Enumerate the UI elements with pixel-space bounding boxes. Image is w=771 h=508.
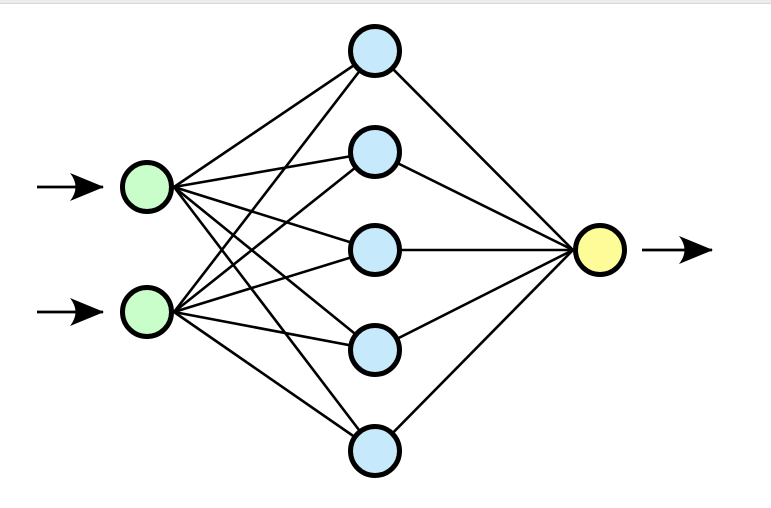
edge-line [173, 248, 376, 314]
arrows-group [37, 173, 713, 326]
edge-line [173, 185, 376, 252]
edge-line [173, 310, 376, 453]
input-node [120, 160, 174, 214]
edge-line [173, 49, 376, 189]
edge-line [374, 50, 574, 251]
hidden-node [348, 323, 402, 377]
edge-line [374, 249, 574, 452]
edge-line [374, 150, 574, 252]
edge-line [374, 248, 574, 352]
edges-group [172, 49, 574, 453]
edge-line [172, 50, 377, 313]
hidden-node [348, 125, 402, 179]
edge-line [173, 150, 376, 189]
edge-line [173, 150, 376, 314]
hidden-node [348, 24, 402, 78]
edge-line [172, 186, 377, 452]
nodes-group [120, 24, 627, 478]
hidden-node [348, 424, 402, 478]
edge-line [173, 185, 376, 352]
output-node [573, 223, 627, 277]
top-border-bar [0, 0, 771, 4]
hidden-node [348, 223, 402, 277]
input-node [120, 285, 174, 339]
edge-line [173, 310, 376, 352]
